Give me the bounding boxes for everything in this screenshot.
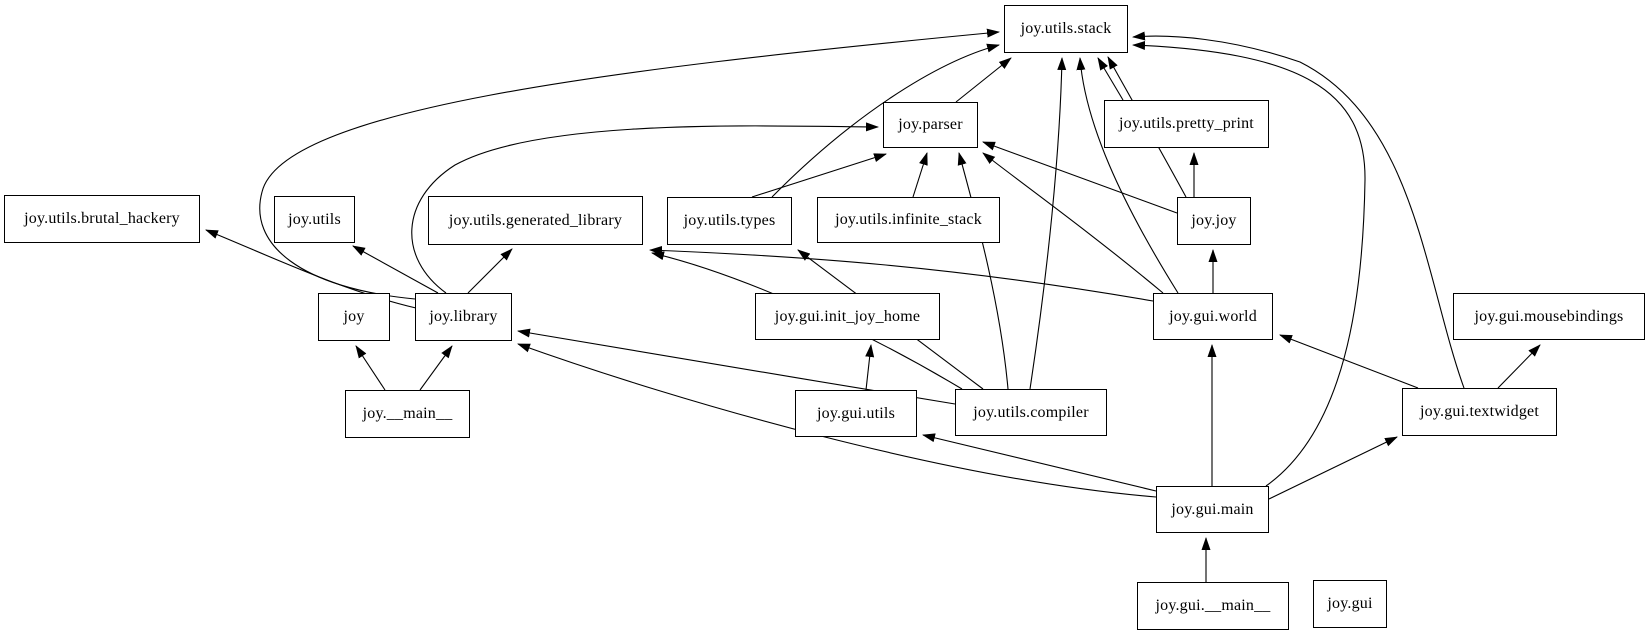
edge-joy.library-to-joy.utils.stack — [259, 28, 1000, 300]
node-joy.gui.init_joy_home: joy.gui.init_joy_home — [755, 293, 940, 340]
edge-joy.utils.infinite_stack-to-joy.parser — [912, 152, 928, 198]
node-joy.joy: joy.joy — [1177, 197, 1251, 245]
node-joy: joy — [318, 293, 390, 341]
node-joy.gui.textwidget: joy.gui.textwidget — [1402, 388, 1557, 436]
node-label: joy.utils.infinite_stack — [835, 211, 982, 228]
edge-joy.utils.compiler-to-joy.parser — [957, 152, 1009, 390]
edge-joy.gui.main-to-joy.gui.utils — [922, 433, 1157, 492]
node-label: joy.parser — [898, 116, 963, 133]
node-label: joy.utils.pretty_print — [1119, 115, 1254, 132]
node-joy.utils.pretty_print: joy.utils.pretty_print — [1104, 100, 1269, 148]
node-label: joy.gui.main — [1171, 500, 1254, 518]
node-joy.utils.stack: joy.utils.stack — [1004, 5, 1128, 53]
node-joy.utils: joy.utils — [274, 196, 355, 243]
node-label: joy.utils.types — [683, 212, 776, 229]
node-joy.gui: joy.gui — [1313, 580, 1387, 628]
node-joy.gui.mousebindings: joy.gui.mousebindings — [1453, 293, 1645, 340]
node-joy.utils.generated_library: joy.utils.generated_library — [428, 196, 643, 245]
node-label: joy.gui.world — [1169, 307, 1257, 325]
node-joy.utils.compiler: joy.utils.compiler — [955, 389, 1107, 436]
edge-joy.utils.compiler-to-joy.utils.stack — [1029, 57, 1067, 390]
node-joy.utils.brutal_hackery: joy.utils.brutal_hackery — [4, 195, 200, 243]
node-label: joy.library — [429, 308, 498, 325]
node-joy.utils.infinite_stack: joy.utils.infinite_stack — [817, 197, 1000, 243]
edge-joy.gui.textwidget-to-joy.gui.world — [1279, 334, 1419, 389]
edge-joy.gui.world-to-joy.utils.generated_library — [649, 245, 1154, 302]
node-joy.gui.utils: joy.gui.utils — [795, 390, 917, 437]
edge-joy.__main__-to-joy.library — [419, 345, 453, 391]
edge-joy.utils.pretty_print-to-joy.utils.stack — [1097, 57, 1124, 101]
node-label: joy — [343, 308, 365, 325]
node-label: joy.joy — [1191, 212, 1237, 229]
edge-joy.utils.types-to-joy.parser — [751, 153, 887, 198]
node-label: joy.utils.brutal_hackery — [24, 210, 180, 227]
node-label: joy.gui — [1327, 595, 1373, 612]
node-joy.parser: joy.parser — [883, 102, 978, 148]
edge-joy.gui.world-to-joy.utils.stack — [1076, 57, 1179, 294]
node-label: joy.utils.generated_library — [448, 211, 623, 229]
node-joy.gui.world: joy.gui.world — [1153, 293, 1273, 340]
edge-joy.library-to-joy.parser — [411, 122, 879, 294]
edge-joy.library-to-joy.utils.generated_library — [467, 248, 513, 294]
edge-joy.utils.types-to-joy.utils.stack — [771, 43, 1000, 198]
node-label: joy.utils.stack — [1020, 20, 1112, 37]
node-joy.gui.__main__: joy.gui.__main__ — [1137, 582, 1289, 630]
node-label: joy.gui.init_joy_home — [774, 307, 921, 325]
node-label: joy.gui.mousebindings — [1474, 307, 1624, 325]
node-label: joy.__main__ — [362, 405, 453, 422]
node-label: joy.utils.compiler — [973, 403, 1089, 421]
edge-joy.gui.main-to-joy.utils.stack — [1132, 41, 1366, 487]
node-label: joy.gui.textwidget — [1420, 403, 1539, 420]
edge-joy.gui.world-to-joy.parser — [982, 152, 1164, 294]
edge-joy.library-to-joy.utils — [352, 245, 439, 294]
node-joy.utils.types: joy.utils.types — [667, 197, 792, 245]
edge-joy.gui.main-to-joy.gui.textwidget — [1268, 436, 1398, 500]
node-label: joy.gui.utils — [816, 404, 895, 422]
edge-joy.__main__-to-joy — [355, 345, 386, 391]
edge-joy.gui.utils-to-joy.gui.init_joy_home — [865, 344, 875, 391]
node-label: joy.utils — [288, 210, 341, 228]
node-joy.library: joy.library — [415, 293, 512, 341]
edge-joy.gui.textwidget-to-joy.gui.mousebindings — [1497, 344, 1541, 389]
node-joy.__main__: joy.__main__ — [345, 390, 470, 438]
edge-joy.gui.textwidget-to-joy.utils.stack — [1132, 31, 1465, 389]
edge-joy.joy-to-joy.parser — [982, 141, 1178, 214]
node-label: joy.gui.__main__ — [1155, 597, 1271, 614]
edge-joy.parser-to-joy.utils.stack — [955, 57, 1012, 103]
node-joy.gui.main: joy.gui.main — [1156, 486, 1269, 533]
